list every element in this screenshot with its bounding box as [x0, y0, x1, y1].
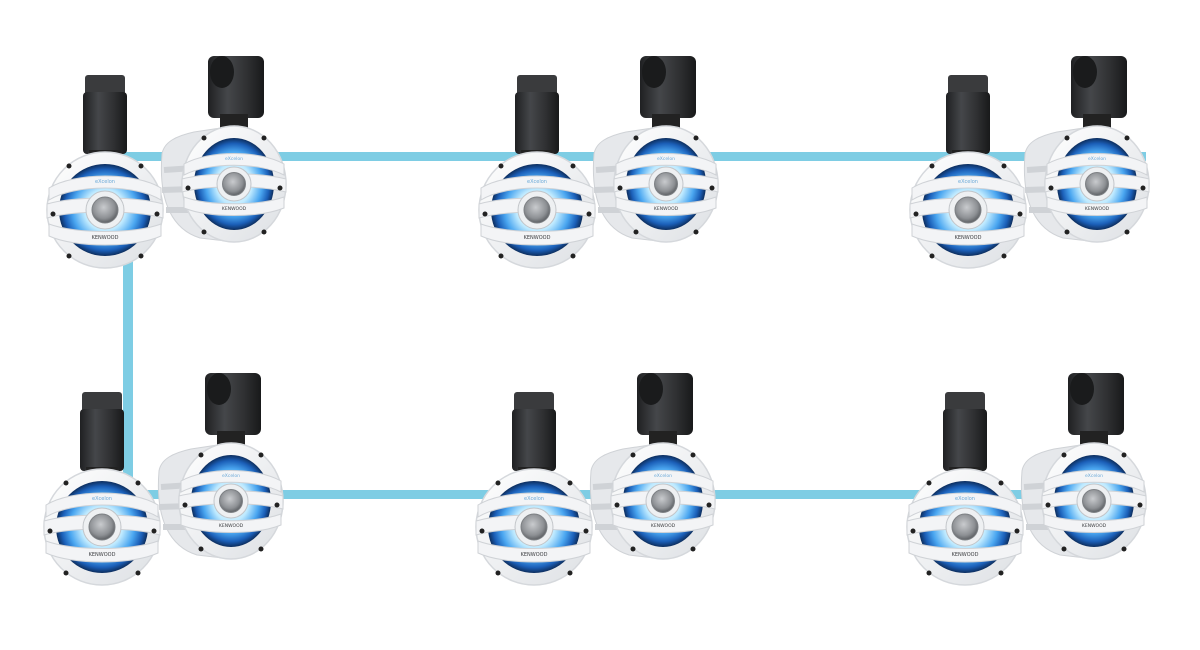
series-label: eXcelon [222, 473, 240, 479]
brand-label: KENWOOD [89, 552, 116, 558]
series-label: eXcelon [654, 473, 672, 479]
brand-label: KENWOOD [955, 235, 982, 241]
series-label: eXcelon [225, 156, 243, 162]
series-label: eXcelon [524, 496, 544, 502]
series-label: eXcelon [92, 496, 112, 502]
series-label: eXcelon [1088, 156, 1106, 162]
series-label: eXcelon [657, 156, 675, 162]
series-label: eXcelon [527, 179, 547, 185]
series-label: eXcelon [958, 179, 978, 185]
speaker-pairs: eXcelonKENWOODeXcelonKENWOODeXcelonKENWO… [43, 56, 1149, 586]
brand-label: KENWOOD [219, 523, 244, 529]
brand-label: KENWOOD [92, 235, 119, 241]
series-label: eXcelon [955, 496, 975, 502]
series-label: eXcelon [95, 179, 115, 185]
brand-label: KENWOOD [1082, 523, 1107, 529]
wire-left-vertical [123, 152, 133, 499]
brand-label: KENWOOD [222, 206, 247, 212]
brand-label: KENWOOD [1085, 206, 1110, 212]
series-label: eXcelon [1085, 473, 1103, 479]
brand-label: KENWOOD [524, 235, 551, 241]
brand-label: KENWOOD [521, 552, 548, 558]
brand-label: KENWOOD [651, 523, 676, 529]
brand-label: KENWOOD [952, 552, 979, 558]
brand-label: KENWOOD [654, 206, 679, 212]
